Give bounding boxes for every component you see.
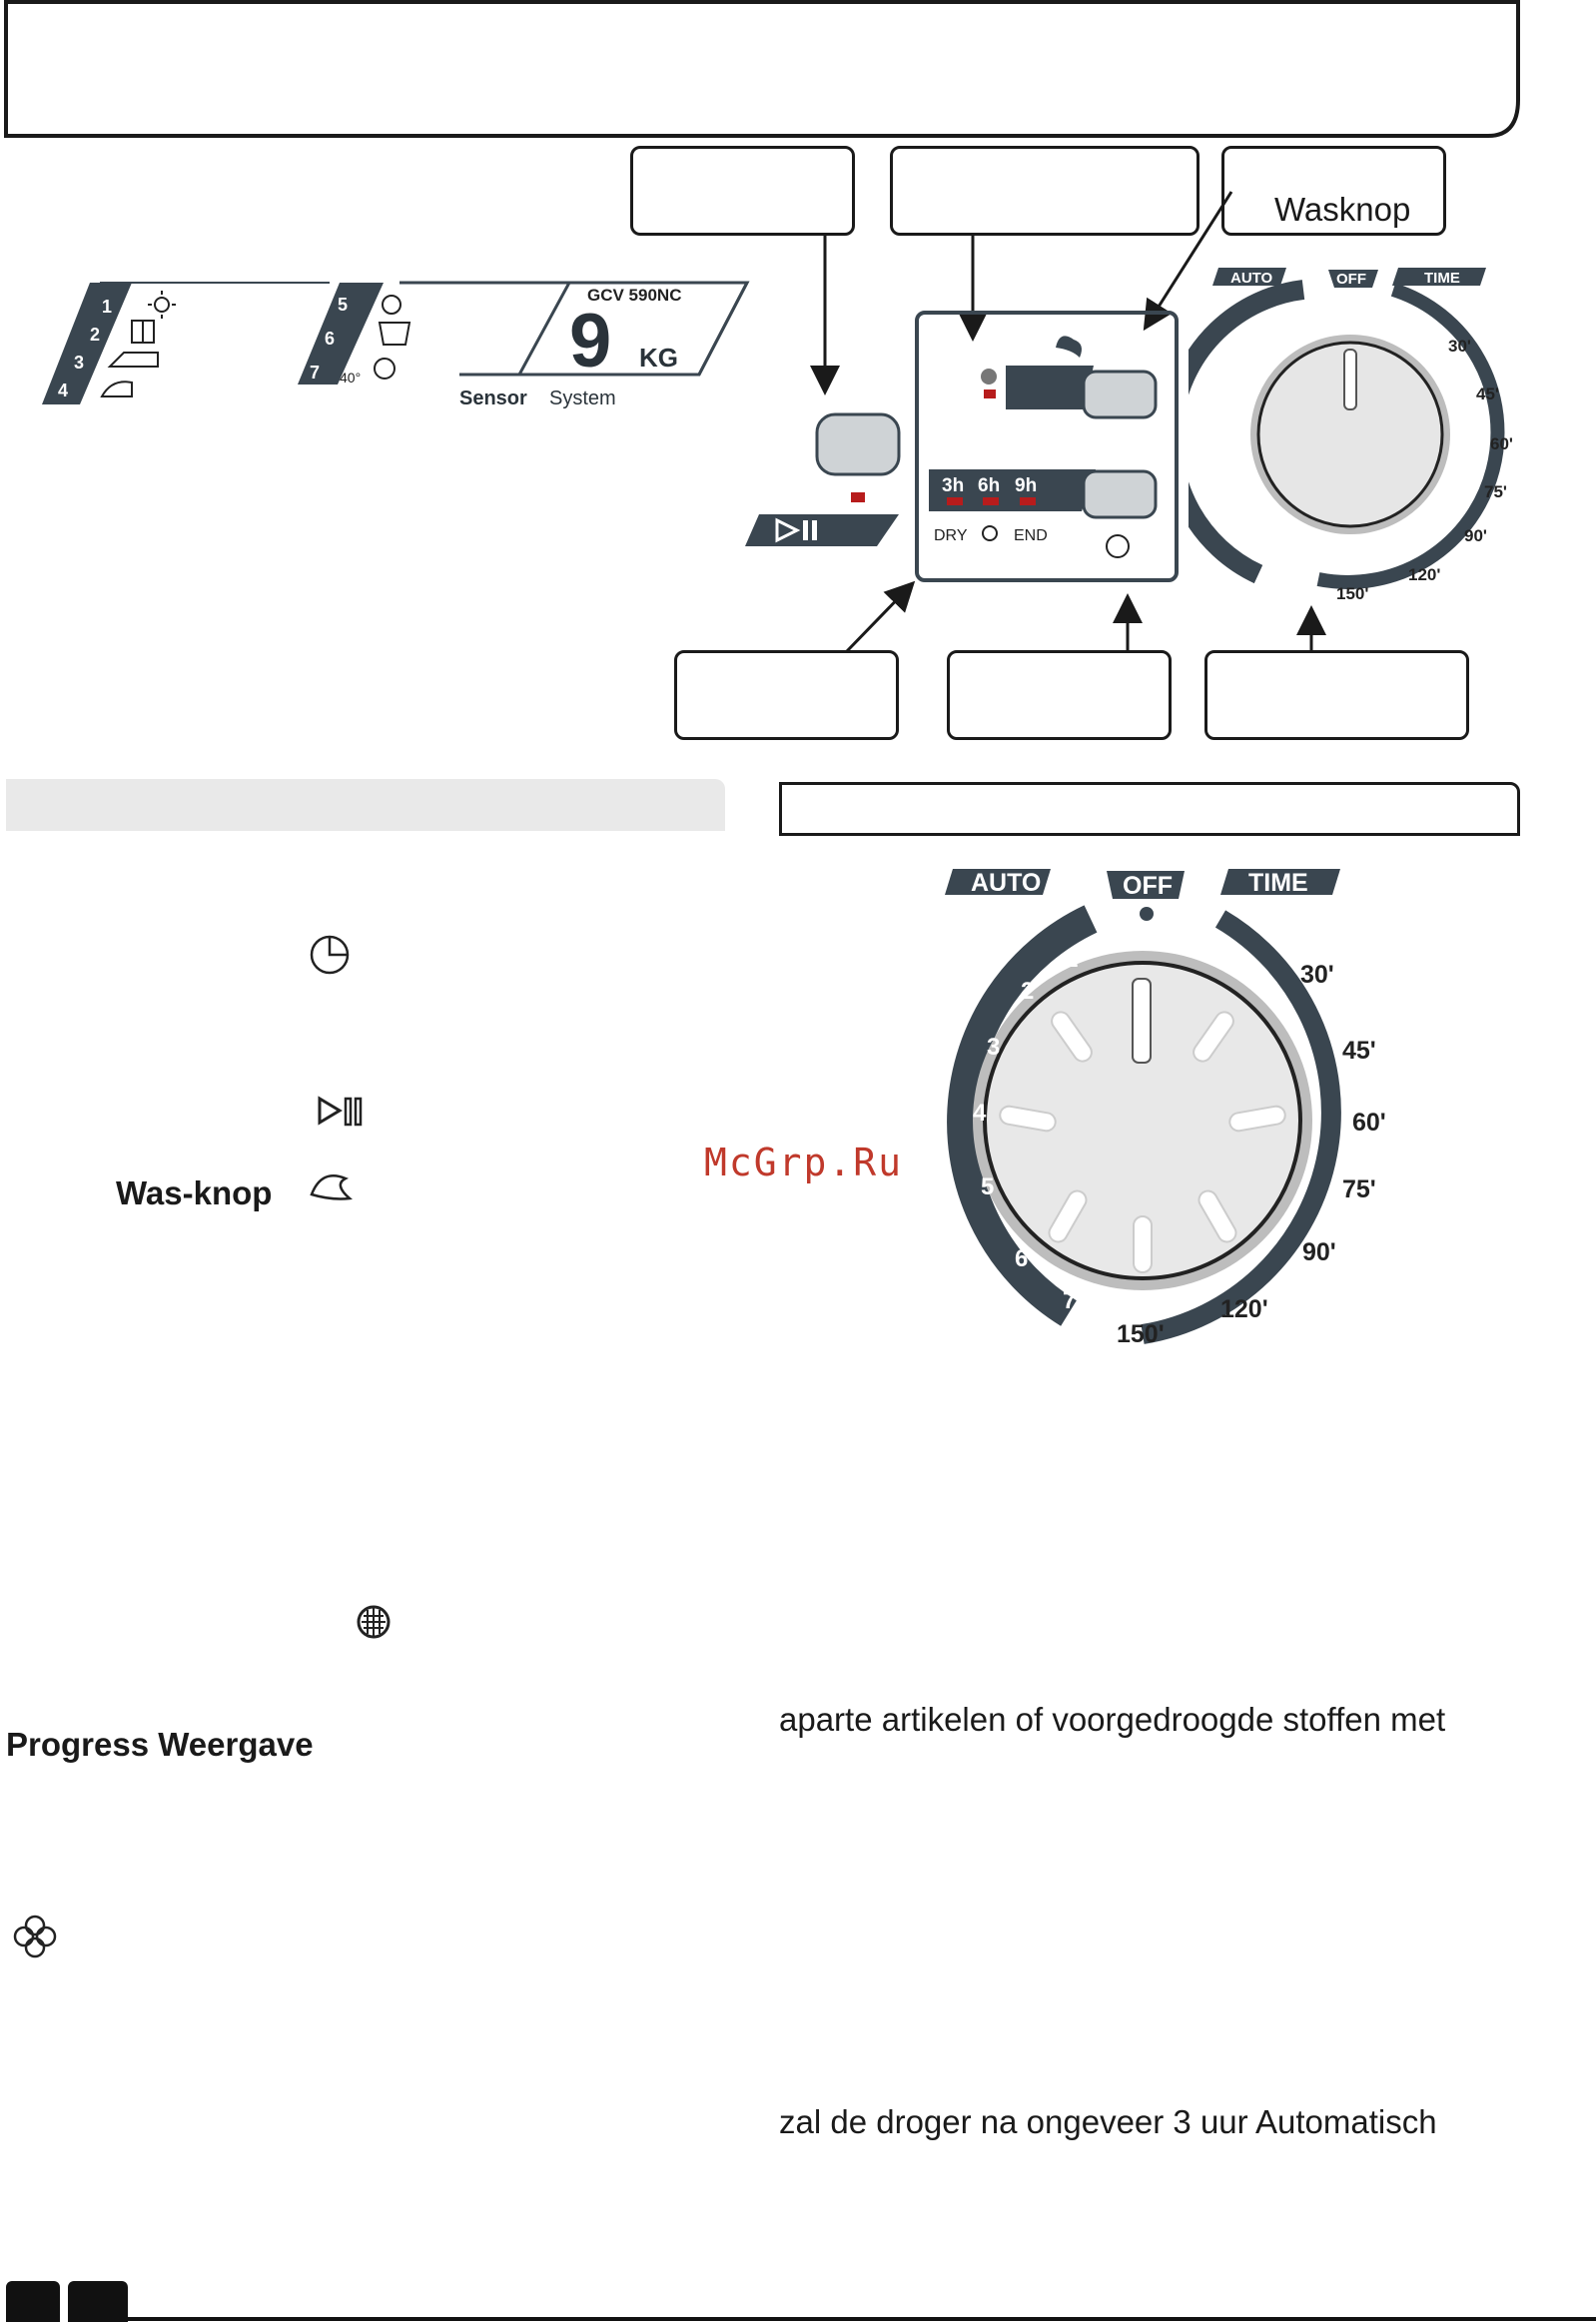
small-dial-90: 90' [1464, 526, 1487, 545]
callout-box-timer [947, 650, 1172, 740]
progress-6h: 6h [978, 475, 1000, 496]
dial-label-off: OFF [1123, 872, 1173, 900]
footer-rule [128, 2317, 1596, 2321]
progress-end: END [1014, 527, 1048, 544]
page-number-tab-1 [6, 2281, 60, 2322]
small-dial-2: 2 [1264, 345, 1272, 362]
small-dial-120: 120' [1408, 565, 1440, 584]
right-section-header-bar [779, 782, 1520, 836]
fan-icon [13, 1915, 57, 1958]
feather-icon [310, 1174, 353, 1200]
sensor-word: System [549, 387, 616, 409]
large-dial: AUTO OFF TIME 1 2 3 4 5 6 7 30' 45' 60' … [945, 869, 1386, 1348]
small-dial-75: 75' [1484, 482, 1507, 501]
progress-weergave-heading: Progress Weergave [6, 1726, 314, 1763]
small-dial-60: 60' [1490, 434, 1513, 453]
dial-label-auto: AUTO [971, 869, 1041, 897]
right-text-line-2: zal de droger na ongeveer 3 uur Automati… [779, 2103, 1437, 2140]
progress-9h: 9h [1015, 475, 1037, 496]
small-dial-45: 45' [1476, 385, 1499, 403]
model-label: GCV 590NC [587, 286, 681, 305]
callout-box-start-pause [630, 146, 855, 236]
wash-temp: 40° [340, 370, 361, 386]
small-dial-3: 3 [1236, 387, 1244, 403]
small-dial-5: 5 [1230, 486, 1238, 503]
display-panel: 3h 6h 9h DRY END [915, 311, 1179, 582]
right-text-line-1: aparte artikelen of voorgedroogde stoffe… [779, 1701, 1446, 1738]
program-7: 7 [310, 363, 320, 383]
small-dial-1: 1 [1296, 315, 1304, 332]
dial-time-120: 120' [1220, 1295, 1268, 1323]
callout-box-display [890, 146, 1199, 236]
header-frame [4, 0, 1520, 138]
program-4: 4 [58, 381, 68, 400]
progress-3h: 3h [942, 475, 964, 496]
dial-number-2: 2 [1021, 978, 1034, 1005]
dial-number-7: 7 [1063, 1287, 1076, 1314]
program-3: 3 [74, 353, 84, 373]
program-6: 6 [325, 329, 335, 349]
small-dial-150: 150' [1336, 584, 1368, 603]
small-dial-6: 6 [1254, 529, 1262, 546]
dial-time-30: 30' [1300, 961, 1334, 989]
program-1: 1 [102, 297, 112, 317]
progress-dry: DRY [934, 527, 968, 544]
dial-number-3: 3 [987, 1034, 1000, 1061]
program-2: 2 [90, 325, 100, 345]
watermark: McGrp.Ru [704, 1141, 904, 1184]
program-5: 5 [338, 295, 348, 315]
small-dial-4: 4 [1220, 436, 1229, 453]
left-section-header-bar [6, 779, 725, 831]
callout-arrows [810, 191, 1326, 653]
dial-number-4: 4 [973, 1100, 987, 1127]
dial-number-6: 6 [1015, 1245, 1028, 1272]
capacity-unit: KG [639, 343, 678, 373]
page-number-tab-2 [68, 2281, 128, 2322]
sensor-icon [357, 1605, 391, 1639]
dial-time-45: 45' [1342, 1037, 1376, 1065]
wash-button-callout-label: Wasknop [1274, 191, 1411, 228]
dial-time-90: 90' [1302, 1238, 1336, 1266]
capacity-number: 9 [569, 299, 611, 384]
sensor-brand: Sensor [459, 387, 527, 409]
dial-time-75: 75' [1342, 1175, 1376, 1203]
small-dial-30: 30' [1448, 337, 1471, 356]
small-dial-off: OFF [1336, 271, 1366, 288]
start-pause-button-illustration [745, 412, 901, 546]
dial-number-1: 1 [1065, 946, 1078, 973]
dial-time-150: 150' [1117, 1320, 1165, 1348]
dial-time-60: 60' [1352, 1109, 1386, 1137]
start-pause-icon [318, 1096, 363, 1127]
small-dial: AUTO OFF TIME 1 2 3 4 5 6 7 30' 45' 60' … [1189, 268, 1513, 603]
wash-knop-heading: Was-knop [116, 1174, 273, 1211]
callout-box-dial [1204, 650, 1469, 740]
program-strip: GCV 590NC 9 KG Sensor System 1 2 3 4 5 6… [42, 281, 750, 409]
callout-box-wash-button: Wasknop [1221, 146, 1446, 236]
small-dial-7: 7 [1288, 559, 1296, 576]
small-dial-auto: AUTO [1230, 270, 1273, 287]
dial-number-5: 5 [981, 1173, 994, 1200]
callout-box-progress [674, 650, 899, 740]
small-dial-time: TIME [1424, 270, 1460, 287]
dial-label-time: TIME [1248, 869, 1308, 897]
timer-icon [310, 935, 350, 975]
